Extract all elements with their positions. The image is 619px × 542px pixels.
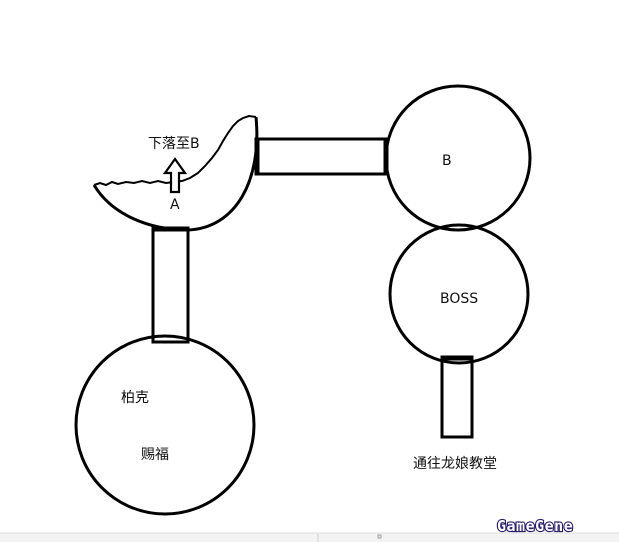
- boss-room: [388, 223, 530, 365]
- watermark-logo: GameGene: [497, 517, 573, 535]
- corridor-a-to-start: [151, 226, 190, 344]
- room-a-torn-edge: [93, 114, 257, 187]
- arrow-up-icon: [162, 157, 188, 194]
- label-to-church: 通往龙娘教堂: [413, 456, 497, 472]
- room-b: [384, 84, 532, 232]
- label-start-room-name: 柏克: [121, 390, 149, 406]
- start-room: [74, 334, 256, 516]
- corridor-a-to-b: [254, 137, 389, 176]
- corridor-to-church: [440, 355, 474, 439]
- label-point-a: A: [170, 197, 180, 213]
- label-room-b: B: [442, 153, 452, 169]
- label-start-room-sub: 赐福: [141, 447, 169, 463]
- bottom-strip: [0, 533, 619, 542]
- label-fall-to-b: 下落至B: [148, 136, 200, 152]
- label-boss: BOSS: [440, 291, 478, 307]
